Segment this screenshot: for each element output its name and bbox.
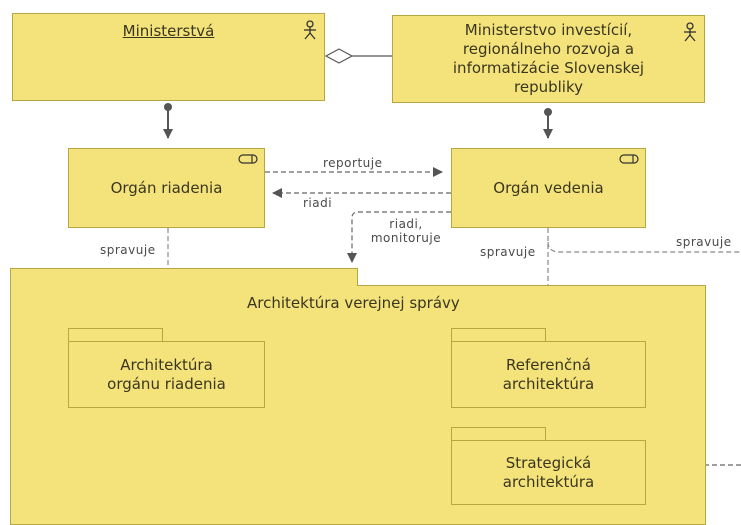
spravuje-right-label: spravuje [676,235,732,249]
ministerstva-actor[interactable]: Ministerstvá [12,13,325,101]
referencna-label: Referenčná architektúra [502,355,595,393]
riadi-label: riadi [303,196,333,210]
business-service-icon [619,154,639,164]
strategicka-label: Strategická architektúra [502,453,595,491]
strategicka-package[interactable]: Strategická architektúra [451,440,646,505]
aggregation-relation[interactable] [324,48,392,64]
spravuje-right-flow[interactable] [547,241,741,253]
assignment-relation-ministerstva[interactable] [163,103,173,139]
riadi-monitoruje-label: riadi, monitoruje [370,217,442,245]
assignment-relation-mirri[interactable] [543,108,553,139]
organ-vedenia-label: Orgán vedenia [493,178,604,197]
package-tab-joint [11,284,357,286]
architektura-or-label: Architektúra orgánu riadenia [107,355,226,393]
actor-icon [304,20,316,40]
referencna-package[interactable]: Referenčná architektúra [451,341,646,408]
architektura-vs-label: Architektúra verejnej správy [247,294,460,312]
spravuje-mid-label: spravuje [480,245,536,259]
strategicka-tab [451,427,546,441]
actor-icon [684,22,696,42]
business-service-icon [238,154,258,164]
referencna-tab [451,328,546,342]
architektura-or-package[interactable]: Architektúra orgánu riadenia [68,341,265,408]
architektura-vs-tab [10,268,358,286]
ministerstva-label: Ministerstvá [122,22,215,40]
organ-riadenia-role[interactable]: Orgán riadenia [68,148,265,228]
organ-riadenia-label: Orgán riadenia [110,178,223,197]
architektura-or-tab [68,328,163,342]
organ-vedenia-role[interactable]: Orgán vedenia [451,148,646,228]
mirri-label: Ministerstvo investícií, regionálneho ro… [452,21,645,96]
spravuje-left-label: spravuje [100,243,156,257]
mirri-actor[interactable]: Ministerstvo investícií, regionálneho ro… [392,15,705,103]
riadi-monitoruje-flow[interactable] [347,211,451,263]
reportuje-label: reportuje [323,156,383,170]
